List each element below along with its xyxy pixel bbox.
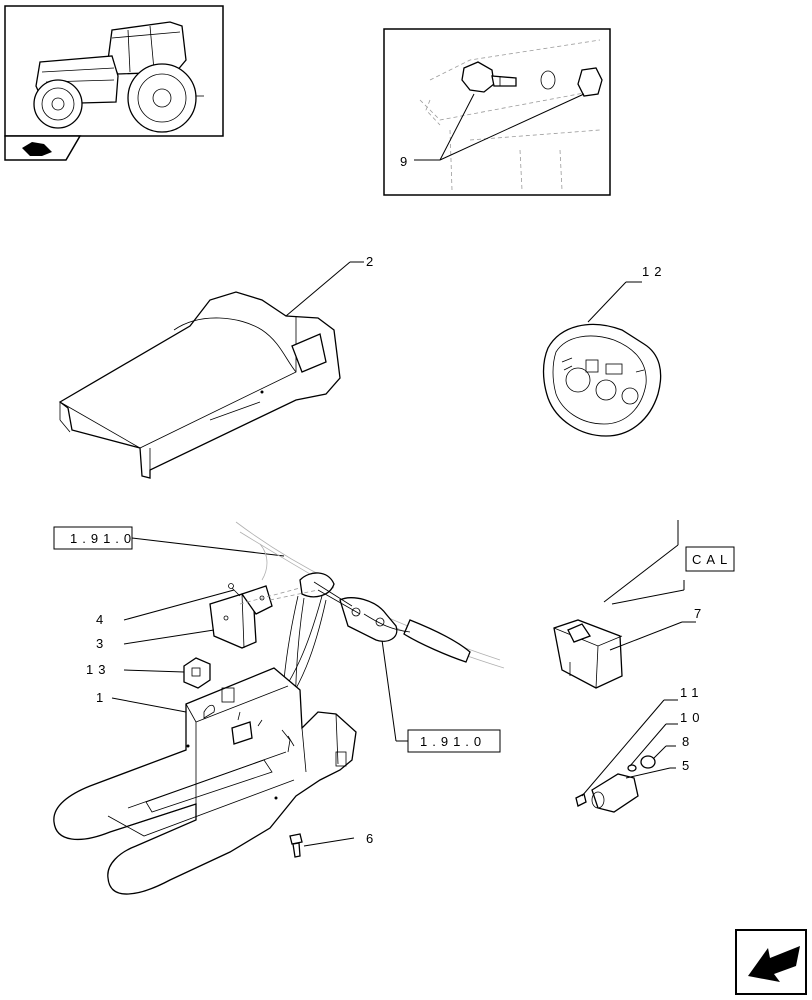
- callout-10: 10: [680, 710, 704, 725]
- callout-7: 7: [694, 606, 706, 621]
- detail-inset: [383, 28, 611, 196]
- callout-9: 9: [400, 154, 412, 169]
- socket-assembly-part: [575, 755, 656, 813]
- tractor-thumbnail-icon: [4, 5, 224, 137]
- callout-5: 5: [682, 758, 694, 773]
- callout-2: 2: [366, 254, 378, 269]
- cal-reference-box[interactable]: CAL: [685, 546, 735, 572]
- reference-box-bottom[interactable]: 1.91.0: [407, 729, 501, 753]
- wiring-harness: [235, 521, 505, 749]
- reference-label-bottom: 1.91.0: [420, 734, 486, 749]
- callout-13: 13: [86, 662, 110, 677]
- screw-part: [289, 833, 303, 858]
- reference-box-top[interactable]: 1.91.0: [53, 526, 136, 550]
- switch-part: [553, 619, 623, 689]
- callout-1: 1: [96, 690, 108, 705]
- next-page-arrow-icon[interactable]: [735, 929, 807, 995]
- clip-part: [183, 657, 211, 689]
- instrument-cluster-part: [542, 323, 662, 437]
- callout-3: 3: [96, 636, 108, 651]
- bracket-part: [209, 583, 319, 649]
- callout-4: 4: [96, 612, 108, 627]
- console-housing-part: [53, 667, 357, 895]
- callout-6: 6: [366, 831, 378, 846]
- cover-part: [58, 291, 341, 479]
- callout-8: 8: [682, 734, 694, 749]
- cal-label: CAL: [692, 552, 732, 567]
- section-tab-icon: [4, 135, 82, 161]
- reference-label-top: 1.91.0: [70, 531, 136, 546]
- callout-12: 12: [642, 264, 666, 279]
- callout-11: 11: [680, 685, 704, 700]
